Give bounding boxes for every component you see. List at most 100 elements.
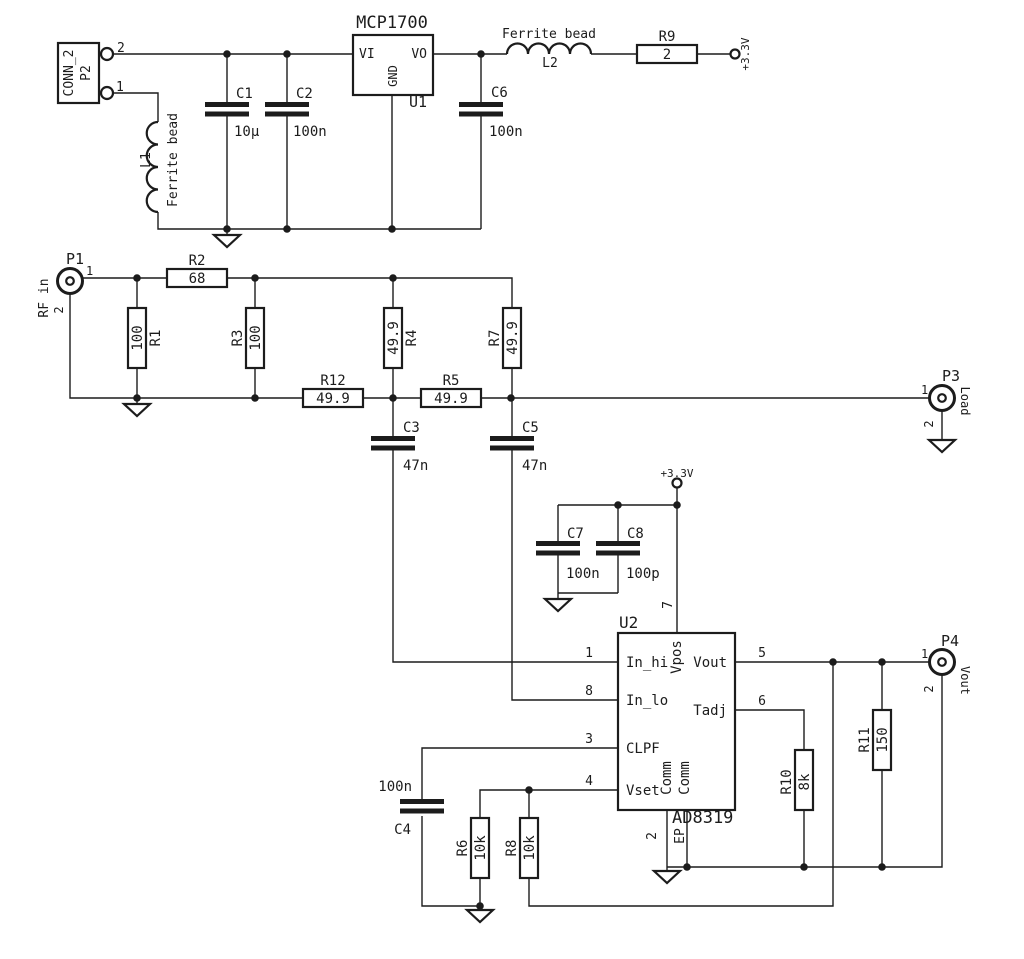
u2-pinnum-3: 3 xyxy=(585,732,593,747)
component-C2[interactable]: C2 100n xyxy=(265,54,327,229)
cap-plates xyxy=(596,541,640,556)
component-R1[interactable]: 100 R1 xyxy=(126,278,164,398)
wire xyxy=(113,92,159,122)
p2-pin2-number: 2 xyxy=(117,41,125,56)
cap-plates xyxy=(400,799,444,814)
component-C4[interactable]: 100n C4 xyxy=(378,779,444,838)
u1-pin-vi: VI xyxy=(359,47,375,62)
u2-pin-vset: Vset xyxy=(626,783,660,799)
wire xyxy=(69,293,303,399)
r1-ref: R1 xyxy=(148,330,164,347)
junction-dot xyxy=(673,501,681,509)
wire xyxy=(667,674,943,868)
p3-pin1-number: 1 xyxy=(921,383,928,397)
wires xyxy=(69,53,943,907)
component-R2[interactable]: R2 68 xyxy=(165,253,229,289)
component-R10[interactable]: R10 8k xyxy=(779,748,815,812)
u2-pinnum-1: 1 xyxy=(585,646,593,661)
r10-ref: R10 xyxy=(779,769,795,794)
component-C5[interactable]: C5 47n xyxy=(490,398,618,701)
cap-plates xyxy=(536,541,580,556)
component-P1[interactable]: P1 RF in 1 2 xyxy=(37,250,93,318)
c2-ref: C2 xyxy=(296,86,313,102)
component-C1[interactable]: C1 10µ xyxy=(205,54,260,229)
power-flag-33v-mid[interactable]: +3.3V xyxy=(660,467,694,489)
resistor-body xyxy=(518,816,540,880)
p3-label: Load xyxy=(958,387,972,416)
component-R4[interactable]: 49.9 R4 xyxy=(382,278,420,398)
coax-outer xyxy=(928,648,956,676)
component-R8[interactable]: R8 10k xyxy=(504,816,540,880)
c7-value: 100n xyxy=(566,566,600,582)
component-U1[interactable]: MCP1700 U1 VI VO GND xyxy=(351,13,435,111)
u2-pinnum-8: 8 xyxy=(585,684,593,699)
u1-value: MCP1700 xyxy=(356,13,428,33)
resistor-body xyxy=(244,306,266,370)
ground-symbol xyxy=(926,438,958,454)
c8-ref: C8 xyxy=(627,526,644,542)
u2-pin-vpos: Vpos xyxy=(669,640,685,674)
r2-ref: R2 xyxy=(189,253,206,269)
component-L1[interactable]: L1 Ferrite bead xyxy=(139,113,181,214)
component-P3[interactable]: P3 Load 1 2 xyxy=(921,367,972,428)
junction-dot xyxy=(388,225,396,233)
power-flag-33v-top[interactable]: +3.3V xyxy=(729,37,753,71)
junction-dot xyxy=(507,394,515,402)
component-U2[interactable]: U2 AD8319 In_hi In_lo CLPF Vset Vout Tad… xyxy=(585,601,766,844)
component-R11[interactable]: R11 150 xyxy=(857,708,893,772)
c4-value: 100n xyxy=(378,779,412,795)
component-P2[interactable]: CONN_2 P2 2 1 xyxy=(56,41,125,105)
component-R12[interactable]: R12 49.9 xyxy=(301,373,365,409)
component-P4[interactable]: P4 Vout 1 2 xyxy=(921,632,972,695)
ground-symbol xyxy=(651,867,683,885)
u2-pin-tadj: Tadj xyxy=(693,703,727,719)
u1-pin-vo: VO xyxy=(411,47,427,62)
component-C6[interactable]: C6 100n xyxy=(459,54,523,229)
component-R7[interactable]: R7 49.9 xyxy=(487,306,523,398)
ic-body xyxy=(616,631,737,812)
component-C7[interactable]: C7 100n xyxy=(536,505,600,593)
c1-value: 10µ xyxy=(234,124,260,140)
c1-ref: C1 xyxy=(236,86,253,102)
u2-value: AD8319 xyxy=(672,808,733,828)
junction-dot xyxy=(800,863,808,871)
resistor-body xyxy=(165,267,229,289)
resistor-body xyxy=(419,387,483,409)
u1-ref: U1 xyxy=(409,93,427,111)
component-L2[interactable]: Ferrite bead L2 xyxy=(502,27,596,71)
r3-value: 100 xyxy=(248,325,264,350)
u2-pin-comm2: Comm xyxy=(677,761,693,795)
wire xyxy=(735,709,805,750)
power-label: +3.3V xyxy=(660,467,693,480)
p3-pin2-number: 2 xyxy=(922,420,936,427)
u2-pin-in-lo: In_lo xyxy=(626,693,668,709)
p4-label: Vout xyxy=(958,666,972,695)
l1-value: Ferrite bead xyxy=(166,113,181,207)
component-C8[interactable]: C8 100p xyxy=(596,505,660,593)
connector-body xyxy=(56,41,101,105)
r11-value: 150 xyxy=(875,727,891,752)
component-R3[interactable]: R3 100 xyxy=(230,278,266,398)
resistor-body xyxy=(635,43,699,65)
component-R5[interactable]: R5 49.9 xyxy=(419,373,483,409)
c8-value: 100p xyxy=(626,566,660,582)
u2-pinnum-4: 4 xyxy=(585,774,593,789)
r4-ref: R4 xyxy=(404,330,420,347)
r1-value: 100 xyxy=(130,325,146,350)
p1-pin2-number: 2 xyxy=(52,306,66,313)
component-C3[interactable]: C3 47n xyxy=(371,398,618,663)
cap-lead xyxy=(511,398,618,701)
coax-outer xyxy=(928,384,956,412)
wire xyxy=(421,747,618,800)
coax-outer xyxy=(56,267,84,295)
r7-ref: R7 xyxy=(487,330,503,347)
wire xyxy=(227,277,513,308)
r3-ref: R3 xyxy=(230,330,246,347)
component-R6[interactable]: R6 10k xyxy=(455,816,491,880)
c5-value: 47n xyxy=(522,458,547,474)
component-R9[interactable]: R9 2 xyxy=(635,29,699,65)
p1-label: RF in xyxy=(37,278,52,317)
ground-symbol xyxy=(121,398,153,418)
